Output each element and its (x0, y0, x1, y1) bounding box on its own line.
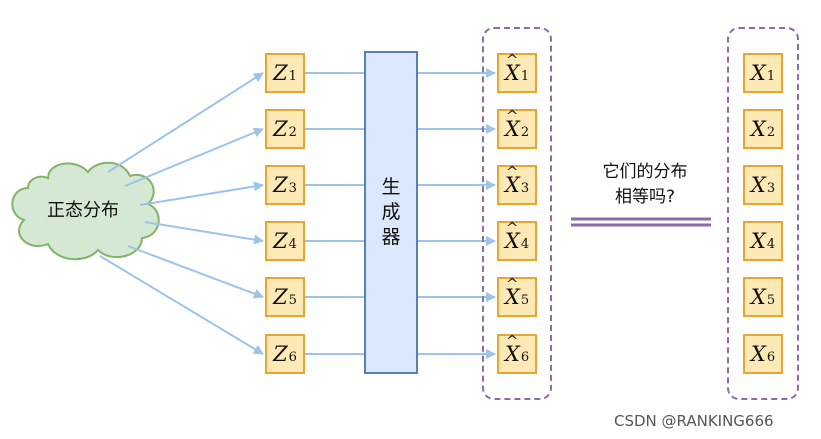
generated-subscript: 3 (520, 180, 530, 196)
generator-char: 生 (381, 176, 401, 198)
latent-symbol: Z (273, 229, 288, 253)
generated-box: X^6 (497, 332, 537, 374)
generated-symbol: X^ (504, 107, 520, 141)
question-line: 它们的分布 (602, 162, 688, 182)
normal-distribution-label: 正态分布 (47, 200, 119, 221)
real-samples-group (727, 27, 799, 400)
real-symbol: X (751, 285, 766, 309)
generated-symbol: X^ (504, 332, 520, 366)
generated-letter: X (504, 342, 520, 366)
generated-letter: X (504, 61, 520, 85)
generated-subscript: 1 (520, 68, 530, 84)
cloud-arrow (99, 255, 264, 355)
generated-subscript: 2 (520, 124, 530, 140)
real-letter: X (750, 229, 766, 253)
generated-symbol: X^ (504, 51, 520, 85)
generated-symbol: X^ (504, 275, 520, 309)
real-symbol: X (751, 117, 766, 141)
real-subscript: 4 (766, 236, 776, 252)
real-subscript: 3 (766, 180, 776, 196)
real-subscript: 5 (766, 292, 776, 308)
generated-hat: ^ (505, 332, 519, 350)
latent-letter: Z (273, 229, 288, 253)
latent-subscript: 4 (288, 236, 297, 252)
generated-subscript: 5 (520, 292, 530, 308)
real-letter: X (750, 342, 766, 366)
generated-box: X^1 (497, 51, 537, 93)
latent-letter: Z (273, 61, 288, 85)
generated-letter: X (504, 229, 520, 253)
real-letter: X (750, 285, 766, 309)
generated-hat: ^ (505, 219, 519, 237)
latent-symbol: Z (273, 173, 288, 197)
generated-letter: X (504, 285, 520, 309)
generated-samples-group (482, 27, 552, 400)
cloud-arrow (127, 245, 264, 299)
generated-letter: X (504, 173, 520, 197)
latent-letter: Z (273, 342, 288, 366)
cloud-arrow (139, 181, 264, 206)
question-line: 相等吗? (614, 187, 676, 207)
generated-box: X^3 (497, 163, 537, 205)
real-subscript: 2 (766, 124, 776, 140)
cloud-arrow (124, 127, 264, 187)
latent-symbol: Z (273, 61, 288, 85)
cloud-arrow (144, 221, 264, 245)
generator-block: 生 成 器 (364, 51, 418, 374)
real-letter: X (750, 61, 766, 85)
real-subscript: 1 (766, 68, 776, 84)
generated-hat: ^ (505, 51, 519, 69)
generated-symbol: X^ (504, 219, 520, 253)
latent-letter: Z (273, 173, 288, 197)
generated-symbol: X^ (504, 163, 520, 197)
watermark: CSDN @RANKING666 (614, 412, 774, 430)
generator-char: 器 (381, 226, 401, 248)
latent-symbol: Z (273, 342, 288, 366)
latent-symbol: Z (273, 285, 288, 309)
generated-hat: ^ (505, 163, 519, 181)
latent-symbol: Z (273, 117, 288, 141)
latent-subscript: 3 (288, 180, 297, 196)
generated-hat: ^ (505, 107, 519, 125)
latent-subscript: 5 (288, 292, 297, 308)
latent-subscript: 2 (288, 124, 297, 140)
cloud-to-latent-arrows (99, 72, 264, 355)
generated-box: X^2 (497, 107, 537, 149)
real-symbol: X (751, 342, 766, 366)
normal-distribution-cloud (11, 161, 160, 261)
latent-letter: Z (273, 285, 288, 309)
latent-subscript: 1 (288, 68, 297, 84)
generated-subscript: 4 (520, 236, 530, 252)
question-text: 它们的分布 相等吗? (575, 160, 715, 210)
real-symbol: X (751, 61, 766, 85)
real-symbol: X (751, 229, 766, 253)
generator-char: 成 (381, 201, 401, 223)
real-subscript: 6 (766, 349, 776, 365)
generated-box: X^4 (497, 219, 537, 261)
generated-letter: X (504, 117, 520, 141)
latent-subscript: 6 (288, 349, 297, 365)
generated-hat: ^ (505, 275, 519, 293)
latent-letter: Z (273, 117, 288, 141)
real-letter: X (750, 117, 766, 141)
real-letter: X (750, 173, 766, 197)
generated-subscript: 6 (520, 349, 530, 365)
generated-box: X^5 (497, 275, 537, 317)
cloud-arrow (107, 72, 264, 173)
real-symbol: X (751, 173, 766, 197)
